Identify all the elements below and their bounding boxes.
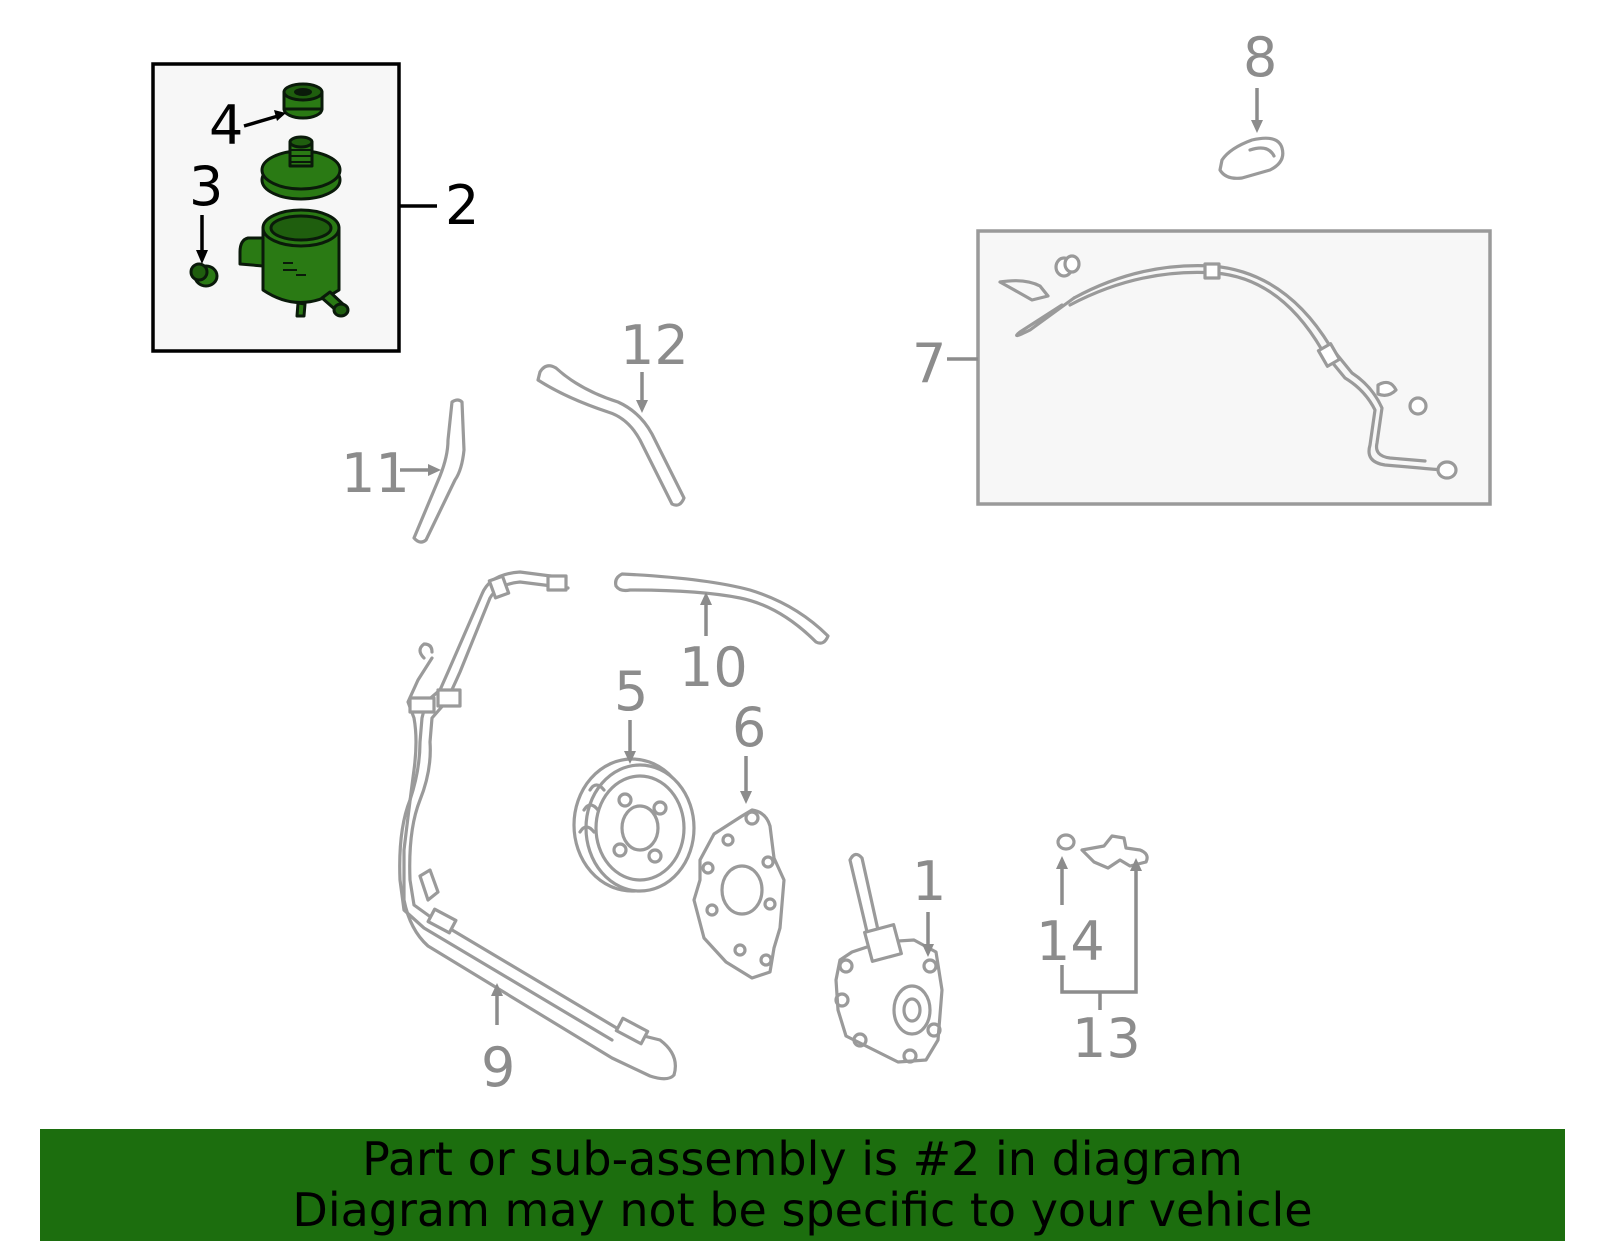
callout-13: 13 bbox=[1072, 1007, 1141, 1070]
banner-line-2: Diagram may not be specific to your vehi… bbox=[292, 1183, 1313, 1237]
info-banner: Part or sub-assembly is #2 in diagram Di… bbox=[40, 1129, 1565, 1241]
callout-10: 10 bbox=[679, 636, 748, 699]
reservoir-assembly-group[interactable]: 4 3 2 bbox=[151, 62, 479, 353]
callout-5: 5 bbox=[614, 660, 648, 723]
callout-12: 12 bbox=[620, 314, 689, 377]
callout-2: 2 bbox=[445, 174, 479, 237]
reservoir-cap-part-4[interactable] bbox=[282, 82, 324, 120]
callout-8: 8 bbox=[1243, 26, 1277, 89]
leader-4 bbox=[243, 114, 279, 128]
grommet-part-3[interactable] bbox=[189, 262, 219, 288]
hose-part-12[interactable]: 12 bbox=[536, 314, 689, 507]
hose-part-10[interactable]: 10 bbox=[614, 572, 830, 699]
callout-6: 6 bbox=[732, 696, 766, 759]
clamp-parts-13-14[interactable]: 14 13 bbox=[1036, 833, 1149, 1070]
callout-14: 14 bbox=[1036, 910, 1105, 973]
arrow-4 bbox=[274, 110, 286, 121]
callout-4: 4 bbox=[209, 94, 243, 157]
reservoir-lid bbox=[260, 135, 342, 201]
steering-pump-part-1[interactable]: 1 bbox=[834, 850, 946, 1064]
pressure-hose-part-7[interactable]: 7 bbox=[912, 229, 1492, 506]
banner-line-1: Part or sub-assembly is #2 in diagram bbox=[362, 1132, 1243, 1186]
pump-bracket-part-6[interactable]: 6 bbox=[692, 696, 786, 980]
pulley-part-5[interactable]: 5 bbox=[572, 660, 696, 893]
callout-7: 7 bbox=[912, 332, 946, 395]
arrow-3 bbox=[196, 250, 208, 264]
hose-part-11[interactable]: 11 bbox=[341, 398, 466, 544]
bracket-part-8[interactable]: 8 bbox=[1218, 26, 1285, 180]
callout-11: 11 bbox=[341, 442, 410, 505]
return-line-part-9[interactable]: 9 bbox=[398, 570, 677, 1099]
reservoir-body bbox=[238, 208, 350, 318]
pressure-hose-box bbox=[976, 229, 1492, 506]
callout-1: 1 bbox=[912, 850, 946, 913]
callout-3: 3 bbox=[189, 155, 223, 218]
callout-9: 9 bbox=[481, 1036, 515, 1099]
